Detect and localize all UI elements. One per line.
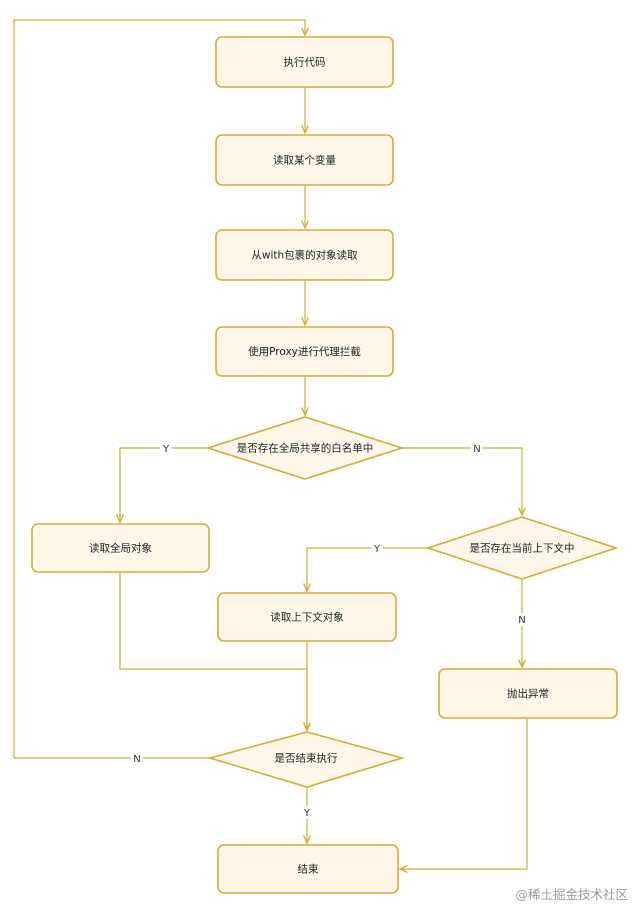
- node-in-current-context: 是否存在当前上下文中: [425, 516, 619, 580]
- node-read-context-object-label: 读取上下文对象: [270, 611, 344, 624]
- node-is-execution-finished: 是否结束执行: [207, 731, 405, 788]
- node-read-from-with-object-label: 从with包裹的对象读取: [251, 249, 358, 262]
- node-read-variable: 读取某个变量: [215, 134, 394, 186]
- edge-throw-to-end: [400, 718, 528, 869]
- node-throw-exception-label: 抛出异常: [507, 687, 549, 700]
- edge-context-yes: [307, 547, 428, 591]
- node-is-execution-finished-label: 是否结束执行: [275, 752, 338, 765]
- node-in-current-context-label: 是否存在当前上下文中: [470, 542, 575, 555]
- node-read-variable-label: 读取某个变量: [273, 154, 336, 167]
- label-finished-yes: Y: [303, 808, 311, 819]
- label-finished-no: N: [133, 754, 140, 765]
- node-read-context-object: 读取上下文对象: [217, 592, 397, 642]
- edge-whitelist-yes: [120, 447, 208, 522]
- node-read-from-with-object: 从with包裹的对象读取: [215, 229, 394, 281]
- node-throw-exception: 抛出异常: [438, 668, 618, 719]
- label-context-no: N: [518, 615, 525, 626]
- node-proxy-intercept-label: 使用Proxy进行代理拦截: [248, 345, 361, 358]
- edges: [13, 19, 528, 869]
- node-in-global-whitelist-label: 是否存在全局共享的白名单中: [237, 442, 374, 455]
- node-execute-code: 执行代码: [215, 36, 394, 88]
- node-end-label: 结束: [298, 863, 319, 876]
- label-whitelist-no: N: [473, 444, 480, 455]
- label-context-yes: Y: [373, 544, 381, 555]
- edge-whitelist-no: [402, 447, 522, 515]
- node-end: 结束: [217, 844, 399, 894]
- label-whitelist-yes: Y: [162, 444, 170, 455]
- node-execute-code-label: 执行代码: [284, 56, 326, 69]
- node-read-global-object-label: 读取全局对象: [89, 542, 152, 555]
- edge-finished-no-loop: [13, 19, 305, 759]
- node-in-global-whitelist: 是否存在全局共享的白名单中: [205, 416, 405, 480]
- node-read-global-object: 读取全局对象: [31, 523, 210, 573]
- edge-labels: Y N Y N N Y: [131, 442, 528, 819]
- watermark: @稀土掘金技术社区: [515, 887, 628, 902]
- node-proxy-intercept: 使用Proxy进行代理拦截: [215, 326, 394, 377]
